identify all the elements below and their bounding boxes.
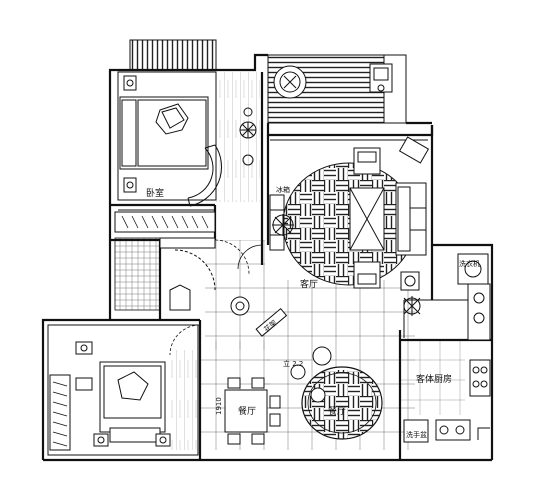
label-sink-counter: 洗手盆 (406, 430, 427, 439)
dimension-1910: 1910 (215, 397, 223, 415)
label-refrigerator: 冰箱 (276, 185, 290, 194)
balcony-chair-icon (273, 65, 307, 99)
label-living-room: 客厅 (300, 278, 318, 290)
dining-table (224, 377, 281, 445)
floor-finishes (114, 72, 465, 450)
bedroom-arc-sofa (187, 144, 222, 207)
bedroom-plant-icon (239, 107, 257, 166)
doors (169, 239, 263, 356)
wardrobe (114, 211, 216, 233)
coffee-table (349, 187, 385, 251)
label-kitchen: 客体厨房 (416, 373, 452, 385)
label-washing-machine: 洗衣机 (459, 259, 480, 268)
refrigerator-icon (457, 253, 489, 285)
label-dining-hall: 餐厅 (328, 405, 346, 417)
bathroom-fixtures (159, 237, 250, 316)
armchair-top (353, 147, 381, 175)
dining-rug (301, 366, 383, 440)
speaker-icon (400, 271, 420, 291)
tv-cabinet (269, 194, 285, 251)
slanted-tag (255, 307, 288, 337)
balcony-sink-icon (369, 63, 393, 93)
second-bed (75, 341, 171, 447)
living-sofa (395, 182, 427, 256)
kitchen-counter (403, 283, 491, 443)
round-chairs (290, 346, 332, 403)
master-bed (119, 75, 209, 193)
kitchen-door (477, 427, 490, 440)
wardrobe-2 (49, 374, 71, 451)
walls (41, 53, 494, 462)
label-dining-room: 餐厅 (238, 405, 256, 417)
dimension-ceiling-note: 立 2.2 (283, 359, 303, 368)
living-plant-icon (272, 214, 421, 316)
living-rug (282, 162, 416, 286)
side-table (398, 136, 430, 164)
label-master-bedroom: 卧室 (146, 187, 164, 199)
armchair-bottom (353, 261, 381, 289)
north-balcony (129, 39, 217, 71)
